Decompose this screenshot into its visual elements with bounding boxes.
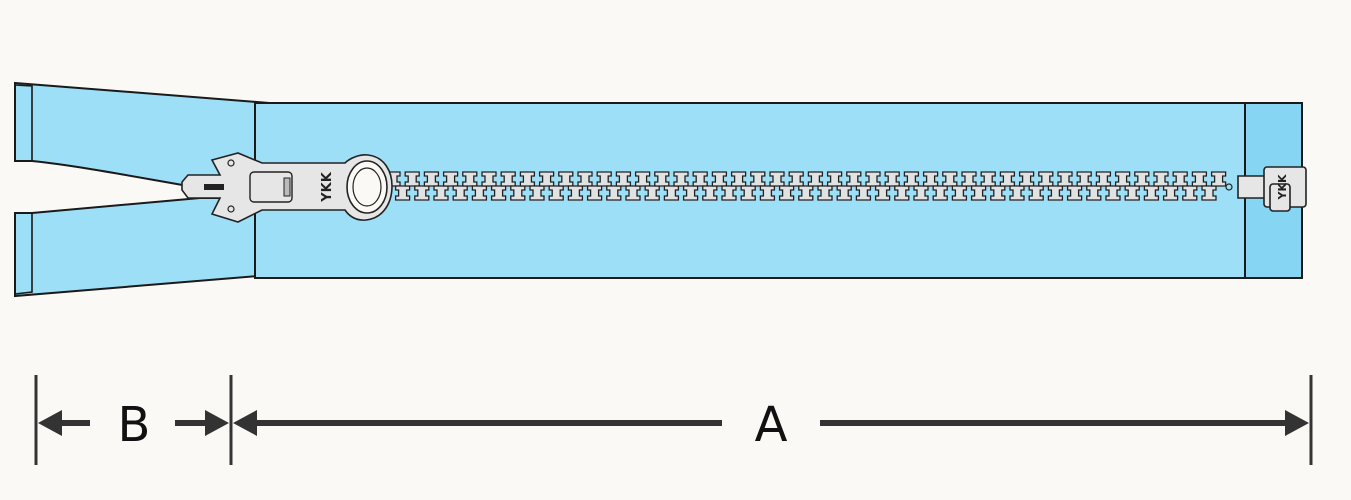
zipper-tooth [721, 185, 737, 201]
zipper-tooth [970, 185, 987, 201]
zipper-tooth [990, 185, 1006, 201]
zipper-tooth [798, 185, 814, 201]
zipper-top-stop: YKK [1225, 166, 1307, 212]
zipper-tooth [1047, 185, 1064, 201]
zipper-tooth [836, 185, 852, 201]
zipper-tooth [1162, 185, 1179, 201]
zipper-tooth [644, 185, 660, 201]
zipper-tooth [510, 185, 526, 201]
zipper-tooth [625, 185, 641, 201]
zipper-tooth [1028, 185, 1044, 201]
zipper-tooth [1182, 185, 1198, 201]
dimension-a-label: A [755, 397, 788, 453]
zipper-tooth [1086, 185, 1102, 201]
zipper-tooth [913, 185, 929, 201]
slider-brand-label: YKK [320, 171, 335, 202]
slider-bridge [249, 171, 293, 203]
zipper-tooth [586, 185, 603, 201]
zipper-tooth [682, 185, 699, 201]
zipper-tooth [855, 185, 872, 201]
zipper-tooth [663, 185, 680, 201]
zipper-tooth [1066, 185, 1083, 201]
zipper-tooth [471, 185, 488, 201]
zipper-tooth [490, 185, 507, 201]
zipper-tooth [759, 185, 776, 201]
zipper-tooth [529, 185, 545, 201]
top-stop-brand-label: YKK [1276, 174, 1289, 200]
zipper-tooth [548, 185, 564, 201]
zipper-tooth [452, 185, 468, 201]
zipper-tooth [874, 185, 891, 201]
zipper-tooth [567, 185, 584, 201]
zipper-tooth [1143, 185, 1160, 201]
zipper-tooth [394, 185, 411, 201]
zipper-tooth [894, 185, 910, 201]
zipper-tooth [1201, 185, 1217, 201]
zipper-tooth [414, 185, 430, 201]
zipper-teeth [385, 171, 1227, 201]
zipper-tooth [778, 185, 795, 201]
zipper-tooth [932, 185, 948, 201]
zipper-tooth [1124, 185, 1140, 201]
zipper-tooth [817, 185, 833, 201]
dimension-b: B [34, 375, 233, 465]
zipper-tooth [433, 185, 449, 201]
dimension-b-label: B [118, 397, 151, 453]
zipper-tooth [606, 185, 622, 201]
zipper-tooth [1009, 185, 1025, 201]
zipper-tooth [951, 185, 968, 201]
zipper-tooth [740, 185, 756, 201]
zipper-tooth [702, 185, 718, 201]
zipper-slider[interactable]: YKK [181, 152, 393, 223]
dimension-a: A [233, 375, 1313, 465]
zipper-tooth [1105, 185, 1121, 201]
